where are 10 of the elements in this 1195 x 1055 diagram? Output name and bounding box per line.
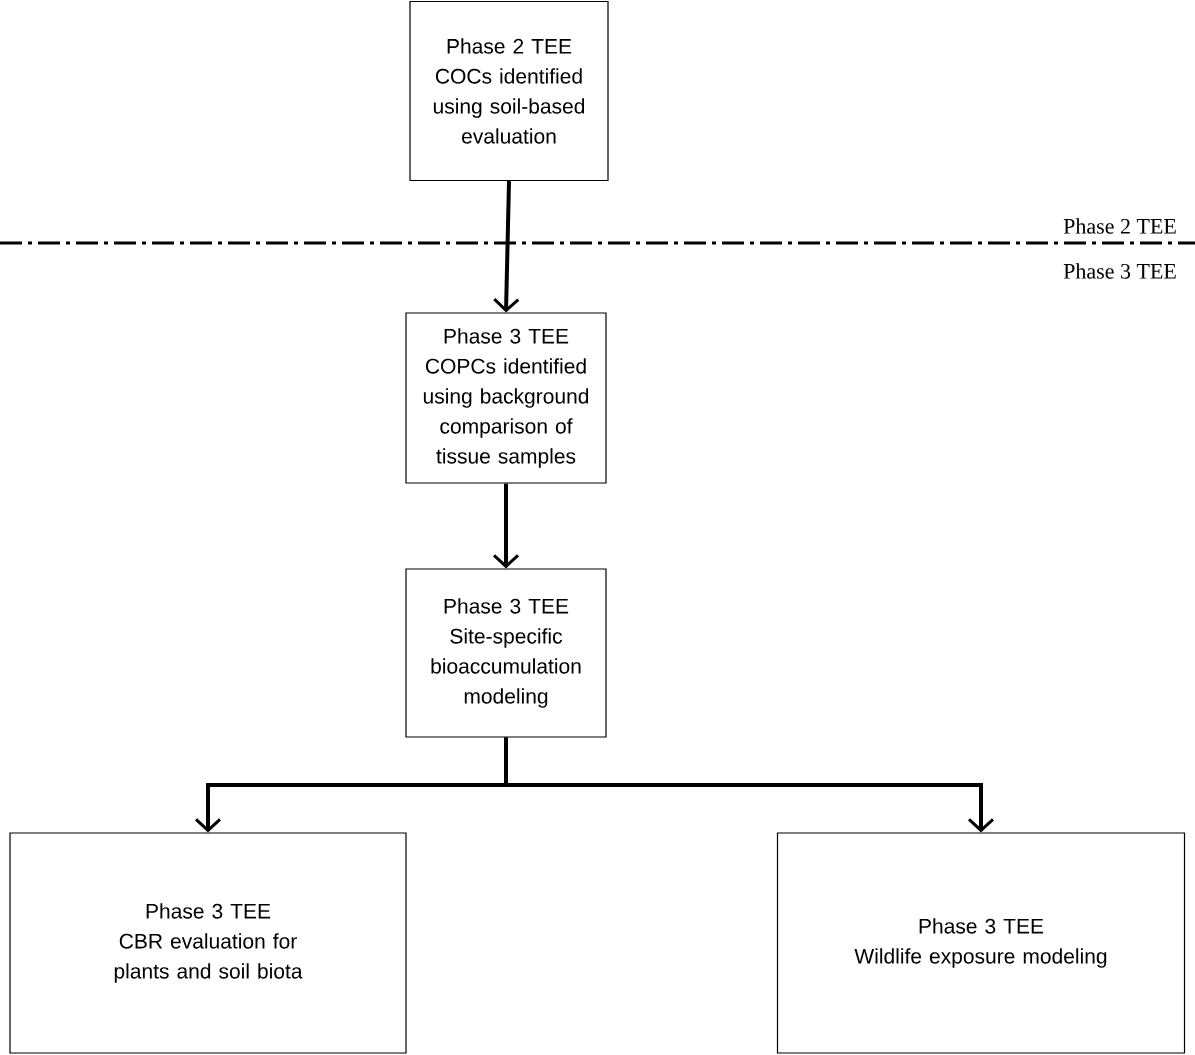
process-box: Phase 3 TEE Site-specific bioaccumulation modeling — [405, 568, 607, 738]
arrow — [504, 737, 995, 833]
arrow — [493, 181, 520, 313]
process-box: Phase 3 TEE COPCs identified using background comparison of tissue samples — [405, 312, 607, 484]
process-box: Phase 3 TEE CBR evaluation for plants and soil biota — [9, 832, 407, 1054]
phase-label: Phase 2 TEE — [1063, 218, 1176, 234]
process-box: Phase 2 TEE COCs identified using soil-based evaluation — [409, 0, 609, 182]
arrow — [493, 483, 519, 569]
process-box: Phase 3 TEE Wildlife exposure modeling — [776, 832, 1186, 1054]
phase-label: Phase 3 TEE — [1063, 263, 1176, 279]
